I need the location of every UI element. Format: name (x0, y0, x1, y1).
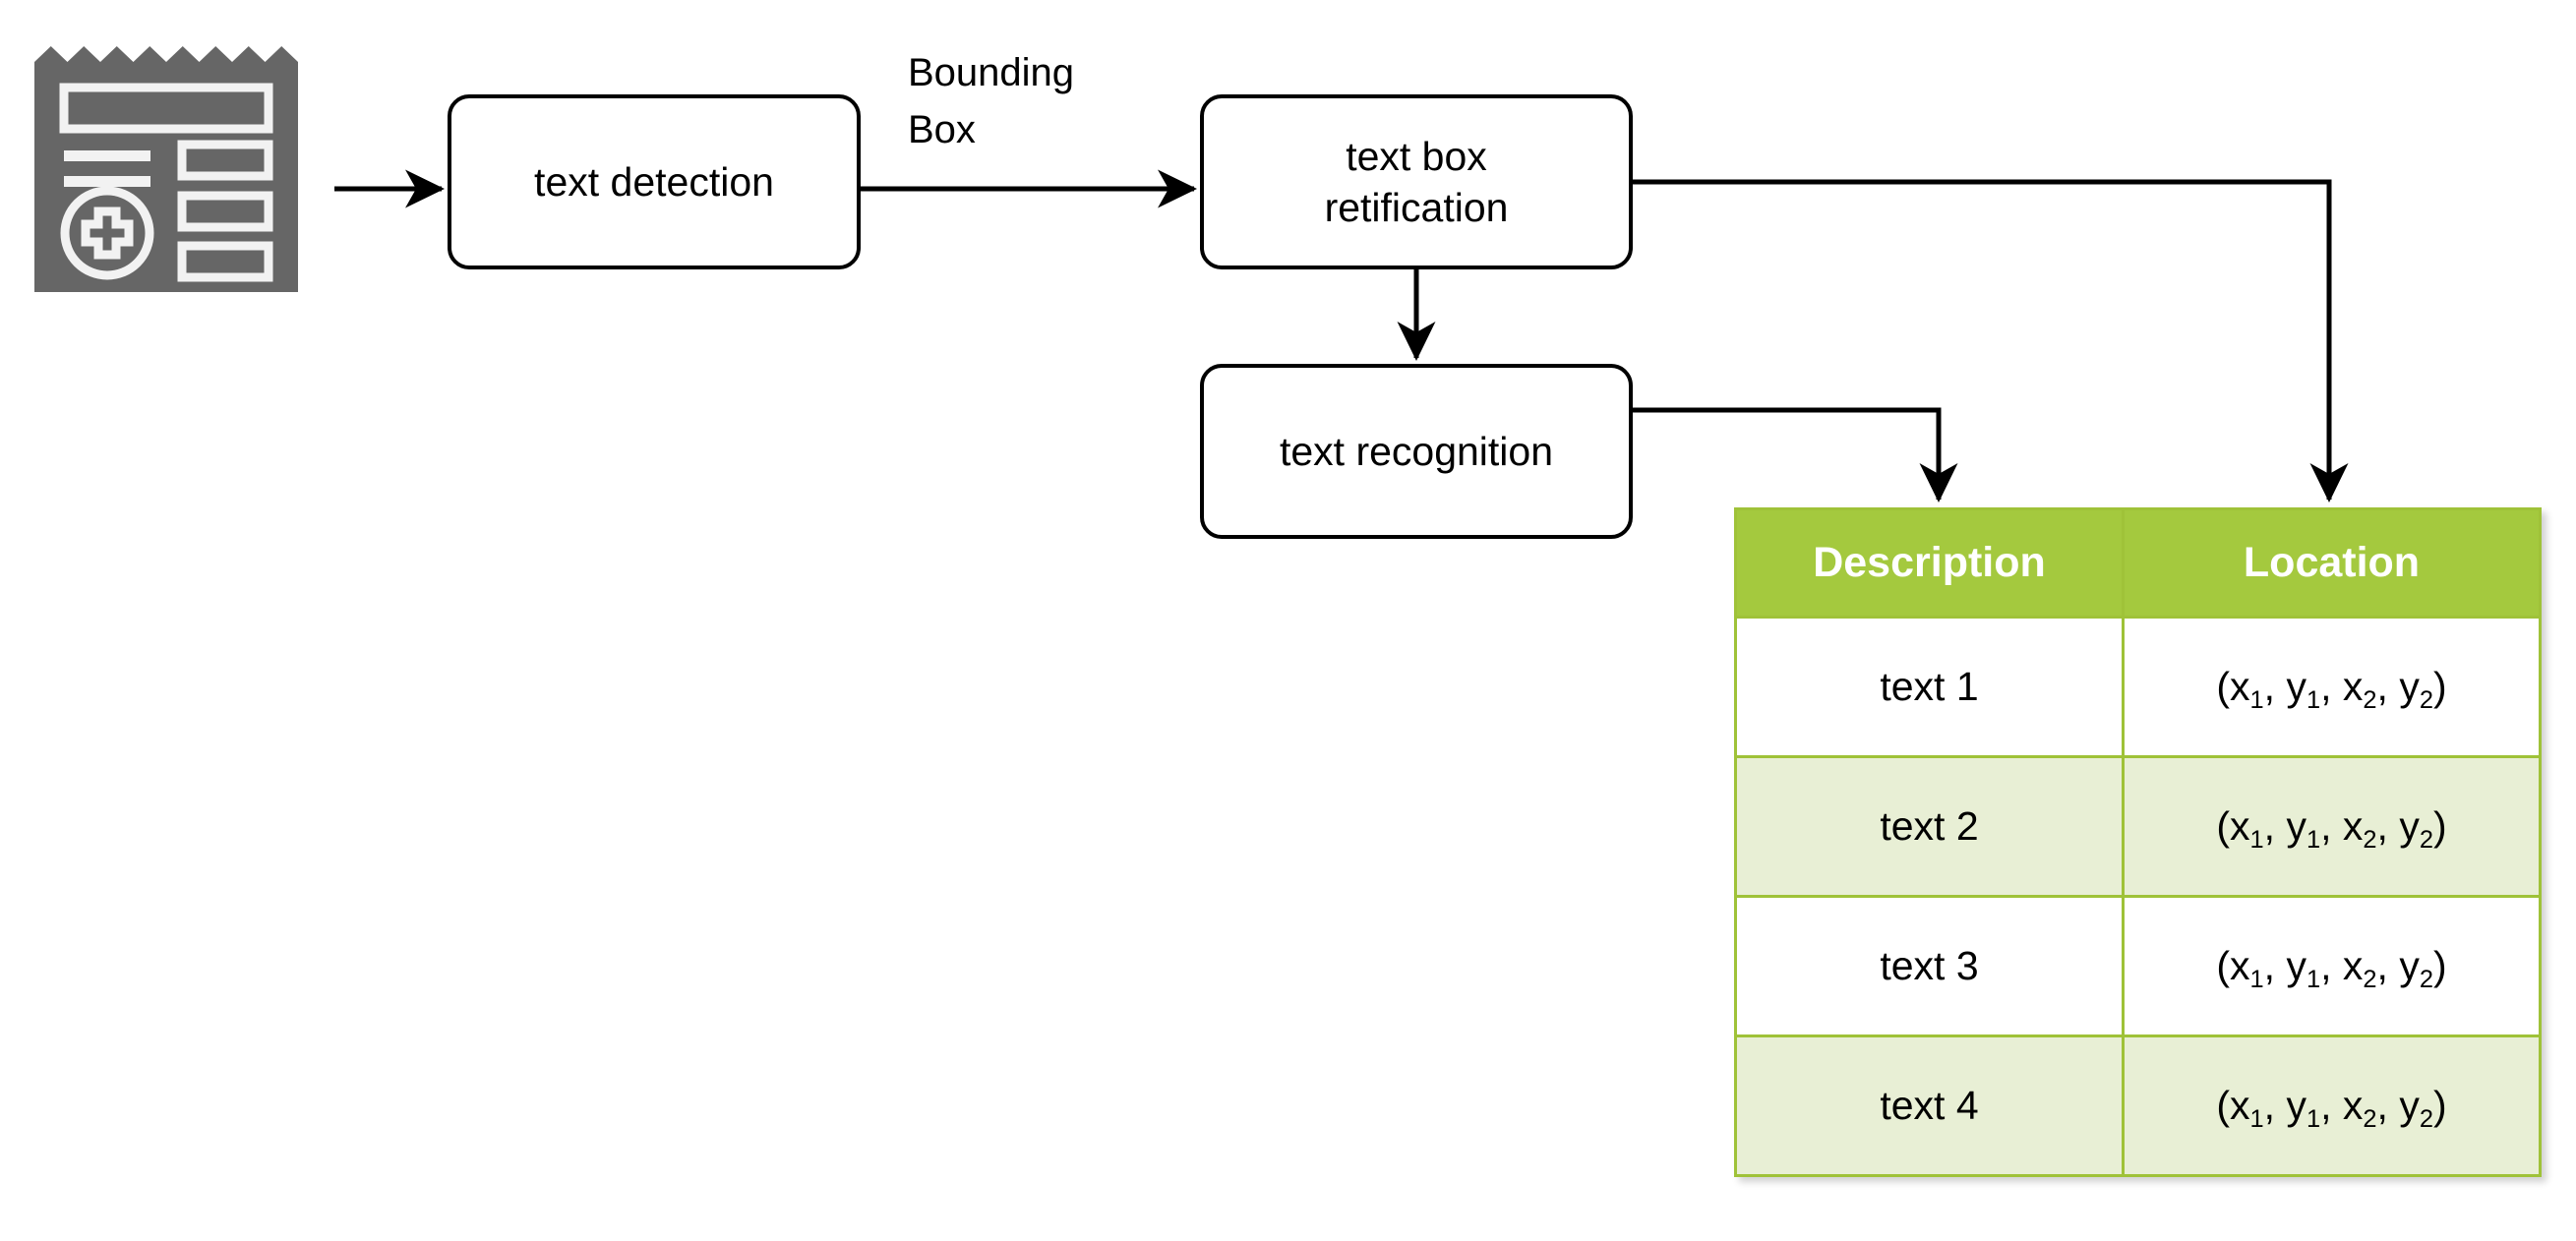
node-text-box-rectification[interactable]: text box retification (1200, 94, 1633, 269)
cell-location: (x1, y1, x2, y2) (2122, 616, 2542, 758)
cell-description: text 4 (1734, 1034, 2125, 1177)
edge-recognition-to-table-description (1633, 407, 1958, 502)
node-text-recognition[interactable]: text recognition (1200, 364, 1633, 539)
table-row: text 3 (x1, y1, x2, y2) (1734, 895, 2542, 1037)
node-text-box-rectification-label: text box retification (1324, 133, 1509, 230)
cell-location: (x1, y1, x2, y2) (2122, 755, 2542, 898)
cell-description: text 3 (1734, 895, 2125, 1037)
node-text-recognition-label: text recognition (1279, 428, 1554, 474)
table-row: text 1 (x1, y1, x2, y2) (1734, 616, 2542, 758)
table-header-location: Location (2122, 507, 2542, 619)
cell-location: (x1, y1, x2, y2) (2122, 1034, 2542, 1177)
node-text-detection[interactable]: text detection (448, 94, 861, 269)
cell-description: text 2 (1734, 755, 2125, 898)
cell-description: text 1 (1734, 616, 2125, 758)
table-row: text 2 (x1, y1, x2, y2) (1734, 755, 2542, 898)
edge-rectification-to-table-location (1633, 179, 2349, 502)
ocr-output-table: Description Location text 1 (x1, y1, x2,… (1734, 507, 2542, 1177)
table-header-description: Description (1734, 507, 2125, 619)
cell-location: (x1, y1, x2, y2) (2122, 895, 2542, 1037)
edge-label-bounding-box: Bounding Box (908, 51, 1075, 151)
node-text-detection-label: text detection (534, 158, 774, 205)
table-header-row: Description Location (1734, 507, 2542, 619)
receipt-document-icon (34, 46, 298, 292)
table-row: text 4 (x1, y1, x2, y2) (1734, 1034, 2542, 1177)
